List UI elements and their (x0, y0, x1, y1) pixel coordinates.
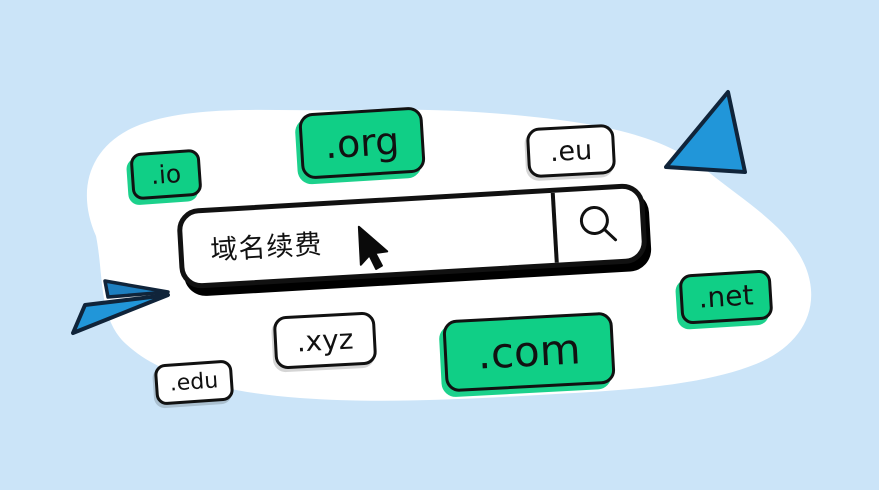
search-bar[interactable]: 域名续费 (176, 182, 653, 298)
domain-badge-org[interactable]: .org (298, 106, 426, 180)
mouse-pointer-icon (357, 223, 393, 273)
domain-badge-label: .net (697, 278, 755, 315)
domain-badge-label: .com (476, 324, 582, 379)
domain-badge-xyz[interactable]: .xyz (272, 311, 378, 370)
search-icon (579, 205, 618, 242)
search-bar-body: 域名续费 (176, 182, 648, 290)
domain-badge-com[interactable]: .com (442, 311, 616, 393)
search-query-text: 域名续费 (209, 228, 324, 267)
domain-badge-label: .io (149, 158, 183, 191)
domain-badge-label: .xyz (295, 322, 355, 358)
domain-badge-io[interactable]: .io (129, 148, 203, 201)
domain-badge-net[interactable]: .net (678, 269, 774, 325)
domain-badge-label: .org (323, 118, 401, 168)
domain-badge-eu[interactable]: .eu (525, 123, 617, 179)
search-submit-button[interactable] (555, 188, 643, 263)
domain-badge-label: .edu (168, 367, 219, 397)
domain-badge-label: .eu (549, 134, 593, 168)
domain-badge-edu[interactable]: .edu (153, 359, 235, 406)
